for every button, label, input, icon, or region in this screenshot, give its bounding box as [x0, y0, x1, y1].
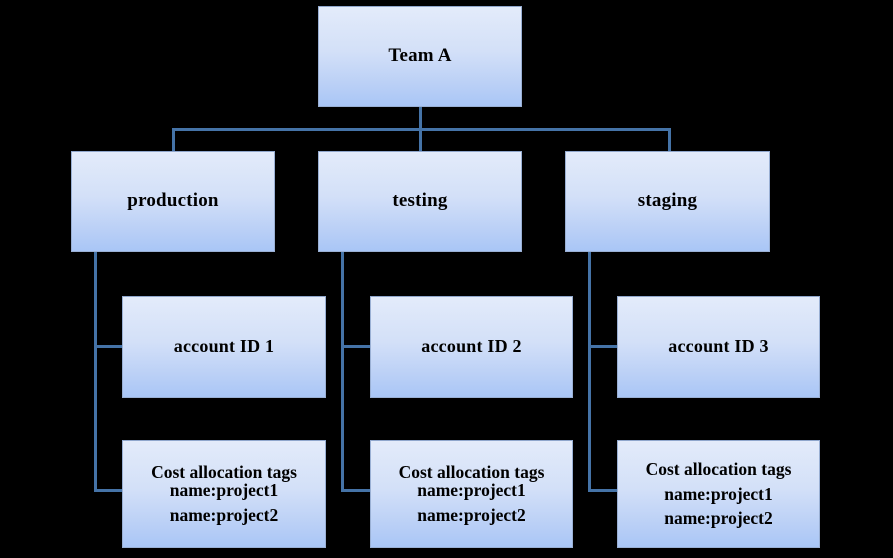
node-production-label: production: [127, 190, 219, 212]
tags-3-tag-2: name:project2: [664, 508, 773, 529]
node-account-id-2-label: account ID 2: [421, 336, 522, 357]
node-production[interactable]: production: [71, 151, 275, 252]
node-staging-label: staging: [637, 190, 698, 212]
node-account-id-1[interactable]: account ID 1: [122, 296, 326, 398]
connector-spine-staging: [588, 250, 591, 492]
tags-2-tag-2: name:project2: [417, 505, 526, 526]
tags-1-heading: Cost allocation tags: [151, 461, 297, 482]
connector-drop-staging: [668, 128, 671, 154]
connector-drop-testing: [419, 128, 422, 154]
node-team-a-label: Team A: [388, 45, 452, 67]
connector-stub-account-2: [341, 345, 373, 348]
tags-3-tag-1: name:project1: [664, 483, 773, 504]
connector-stub-account-1: [94, 345, 125, 348]
tags-1-tag-2: name:project2: [169, 505, 279, 526]
node-account-id-1-label: account ID 1: [173, 336, 275, 357]
node-account-id-3[interactable]: account ID 3: [617, 296, 820, 398]
node-cost-allocation-tags-2[interactable]: Cost allocation tags name:project1 name:…: [370, 440, 573, 548]
node-account-id-3-label: account ID 3: [668, 336, 769, 357]
node-cost-allocation-tags-3[interactable]: Cost allocation tags name:project1 name:…: [617, 440, 820, 548]
connector-team-stem: [419, 105, 422, 133]
connector-drop-production: [172, 128, 175, 154]
tags-2-tag-1: name:project1: [417, 479, 526, 500]
tags-3-heading: Cost allocation tags: [645, 458, 792, 479]
tags-2-heading: Cost allocation tags: [398, 461, 545, 482]
node-testing-label: testing: [392, 190, 448, 212]
connector-stub-tags-1: [94, 489, 125, 492]
node-team-a[interactable]: Team A: [318, 6, 522, 107]
node-account-id-2[interactable]: account ID 2: [370, 296, 573, 398]
connector-stub-account-3: [588, 345, 620, 348]
connector-spine-testing: [341, 250, 344, 492]
connector-spine-production: [94, 250, 97, 492]
node-cost-allocation-tags-1[interactable]: Cost allocation tags name:project1 name:…: [122, 440, 326, 548]
tags-1-tag-1: name:project1: [169, 479, 279, 500]
node-testing[interactable]: testing: [318, 151, 522, 252]
connector-stub-tags-3: [588, 489, 620, 492]
connector-stub-tags-2: [341, 489, 373, 492]
node-staging[interactable]: staging: [565, 151, 770, 252]
